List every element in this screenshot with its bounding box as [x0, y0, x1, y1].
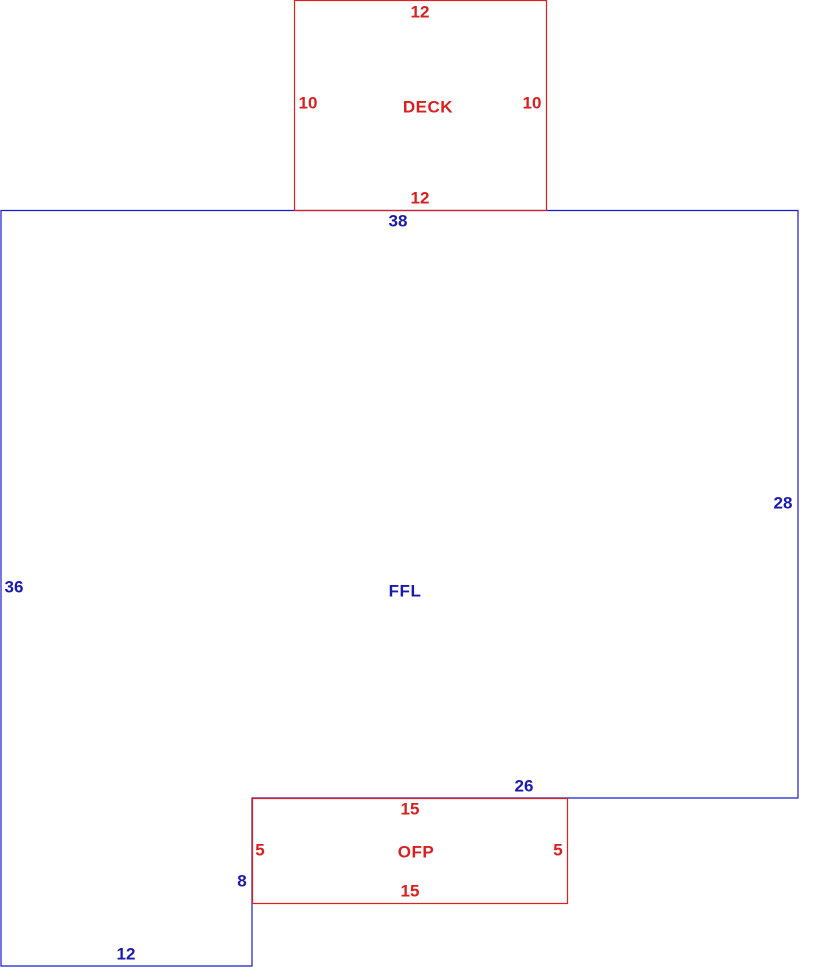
- ofp-dim-top: 15: [401, 799, 420, 818]
- deck-area-label: DECK: [403, 97, 453, 116]
- ffl-dim-bottom: 12: [117, 944, 136, 963]
- ffl-area-label: FFL: [389, 581, 422, 600]
- ofp-outline: [251, 797, 569, 905]
- ffl-dim-right: 28: [774, 493, 793, 512]
- deck-dim-bottom: 12: [411, 188, 430, 207]
- ofp-dim-left: 5: [255, 840, 264, 859]
- deck-dim-right: 10: [523, 93, 542, 112]
- deck-dim-top: 12: [411, 2, 430, 21]
- deck-outline: [293, 0, 548, 212]
- ffl-dim-step-bottom: 26: [515, 776, 534, 795]
- ofp-dim-right: 5: [553, 840, 562, 859]
- ofp-area-label: OFP: [398, 842, 434, 861]
- ffl-dim-top: 38: [389, 211, 408, 230]
- ffl-dim-left: 36: [5, 577, 24, 596]
- deck-dim-left: 10: [299, 93, 318, 112]
- ofp-dim-bottom: 15: [401, 881, 420, 900]
- ffl-dim-step-side: 8: [237, 871, 246, 890]
